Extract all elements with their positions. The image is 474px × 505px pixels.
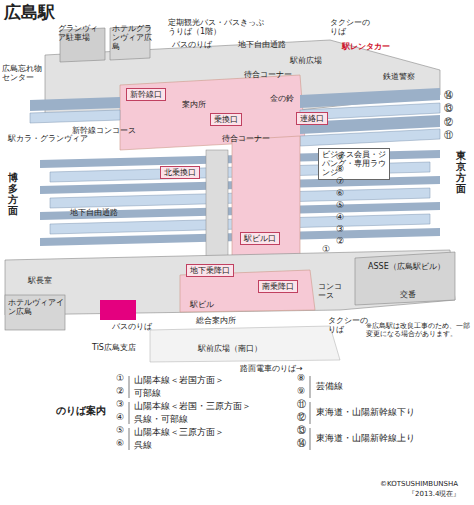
map-label: 山陽本線＜岩国方面＞ — [134, 375, 224, 385]
gate-box: 南乗降口 — [258, 280, 298, 293]
map-label: ⑫ — [444, 117, 453, 127]
map-label: 路面電車のりば→ — [240, 364, 303, 373]
map-label: 可部線 — [134, 388, 161, 398]
map-label: タクシーのりば — [330, 18, 372, 36]
map-label: ⑨ — [297, 386, 305, 396]
map-label: コンコース — [318, 282, 348, 300]
map-label: 広島忘れ物センター — [2, 64, 42, 82]
gate-label: 北乗換口 — [164, 168, 196, 177]
gate-label: 南乗降口 — [262, 282, 294, 291]
map-label: 山陽本線＜三原方面＞ — [134, 427, 224, 437]
map-label: ⑭ — [297, 438, 306, 448]
map-label: 案内所 — [182, 100, 206, 109]
gate-box: ビジネス会員・ジパング・専用ラウンジ — [318, 148, 390, 180]
map-label: ① — [116, 373, 124, 383]
gate-label: 連絡口 — [300, 114, 324, 123]
gate-label: 乗換口 — [214, 115, 238, 124]
map-label: 地下自由通路 — [238, 40, 286, 49]
map-label: 駅前広場 — [290, 56, 322, 65]
map-label: 東海道・山陽新幹線上り — [316, 433, 415, 443]
map-label: 呉線 — [134, 440, 152, 450]
map-label: ④ — [336, 212, 344, 222]
gate-box: 新幹線口 — [126, 88, 166, 101]
map-label: バスのりば — [112, 322, 152, 331]
map-label: 東海道・山陽新幹線下り — [316, 407, 415, 417]
map-label: ③ — [336, 224, 344, 234]
map-label: ⑥ — [116, 438, 124, 448]
map-label: 新幹線コンコース — [72, 126, 136, 135]
map-label: 『2013.4現在』 — [408, 490, 461, 498]
map-label: ⑪ — [444, 130, 453, 140]
map-label: 総合案内所 — [196, 316, 236, 325]
gate-box: 連絡口 — [296, 112, 328, 125]
map-label: 金の鈴 — [270, 94, 294, 103]
gate-box: 地下乗降口 — [186, 264, 234, 277]
map-label: ASSE（広島駅ビル） — [368, 262, 445, 271]
map-label: ※広島駅は改良工事のため、一部変更になる場合があります。 — [366, 322, 470, 338]
map-label: タクシーのりば — [328, 316, 368, 334]
map-label: 駅レンタカー — [342, 42, 390, 51]
gate-label: ビジネス会員・ジパング・専用ラウンジ — [322, 150, 386, 177]
map-label: ④ — [116, 412, 124, 422]
map-label: ② — [116, 386, 124, 396]
gate-label: 駅ビル口 — [244, 234, 276, 243]
gate-box: 駅ビル口 — [240, 232, 280, 245]
map-label: 呉線・可部線 — [134, 414, 188, 424]
map-label: ① — [322, 244, 330, 254]
map-label: ホテルヴィアイン広島 — [8, 298, 64, 316]
gate-box: 北乗換口 — [160, 166, 200, 179]
map-label: バスのりば — [172, 40, 212, 49]
map-label: グランヴィア駐車場 — [58, 24, 102, 42]
gate-label: 地下乗降口 — [190, 266, 230, 275]
map-label: ⑨ — [336, 152, 344, 162]
map-label: 待合コーナー — [244, 70, 292, 79]
map-label: ⑤ — [336, 200, 344, 210]
map-label: のりば案内 — [56, 405, 106, 417]
map-label: 駅カラ・グランヴィア — [8, 134, 88, 143]
map-label: ⑬ — [297, 425, 306, 435]
map-label: 駅長室 — [28, 276, 52, 285]
map-label: 山陽本線＜岩国・三原方面＞ — [134, 401, 251, 411]
map-label: ⑧ — [336, 164, 344, 174]
map-label: ⑭ — [444, 90, 453, 100]
map-label: ⑬ — [444, 103, 453, 113]
map-label: 駅ビル — [190, 300, 214, 309]
map-label: ⑪ — [297, 399, 306, 409]
map-label: ② — [336, 236, 344, 246]
map-title: 広島駅 — [4, 3, 55, 23]
map-label: ⑫ — [297, 412, 306, 422]
map-label: 芸備線 — [316, 381, 343, 391]
map-label: ©KOTSUSHIMBUNSHA — [380, 480, 458, 488]
map-label: ホテルグランヴィア広島 — [112, 24, 152, 52]
gate-box: 乗換口 — [210, 113, 242, 126]
direction-label: 東京方面 — [456, 150, 466, 194]
map-label: ⑦ — [336, 176, 344, 186]
map-label: 鉄道警察 — [383, 72, 415, 81]
map-label: 駅前広場（南口） — [198, 344, 262, 353]
map-label: ③ — [116, 399, 124, 409]
direction-label: 博多方面 — [8, 172, 18, 216]
map-label: 交番 — [400, 290, 416, 299]
map-label: ⑧ — [297, 373, 305, 383]
map-label: 定期観光バス・バスきっぷうりば（1階） — [168, 18, 264, 36]
map-label: 地下自由通路 — [70, 208, 118, 217]
map-label: ⑤ — [116, 425, 124, 435]
gate-label: 新幹線口 — [130, 90, 162, 99]
map-label: TiS広島支店 — [92, 343, 136, 352]
map-label: ⑥ — [336, 188, 344, 198]
map-label: 待合コーナー — [222, 134, 270, 143]
